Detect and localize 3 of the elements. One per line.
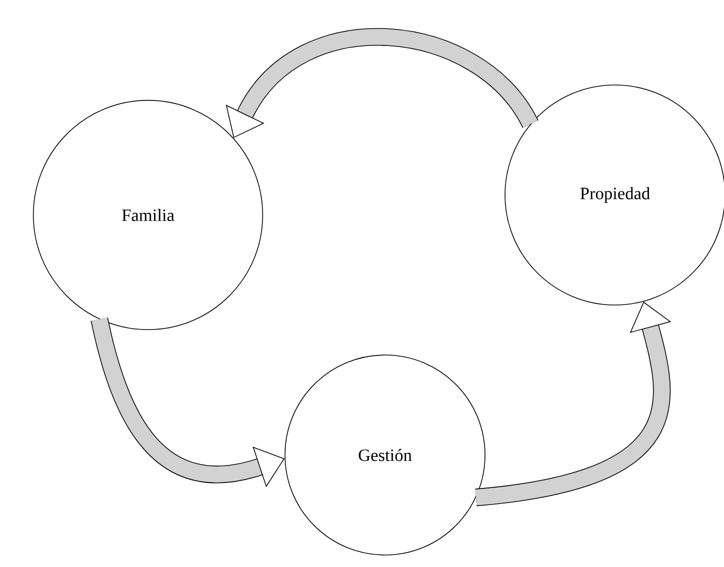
circle-node: Gestión: [284, 354, 486, 556]
curved-block-arrow: [226, 28, 538, 138]
circle-node: Familia: [32, 100, 264, 330]
